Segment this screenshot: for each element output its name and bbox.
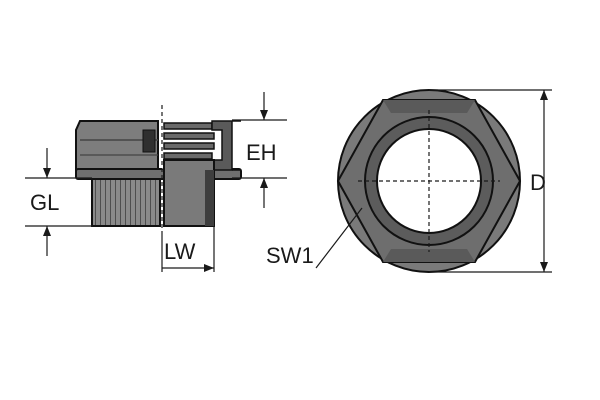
sleeve-shadow [205,170,214,226]
side-view [75,105,242,232]
threaded-shank [91,177,161,227]
gl-label: GL [30,190,59,215]
front-view [336,89,522,273]
lw-dimension: LW [161,226,215,272]
d-label: D [530,170,546,195]
d-dimension: D [429,89,552,273]
hex-facet [383,100,475,113]
sw1-leader: SW1 [266,207,363,269]
sw1-label: SW1 [266,243,314,268]
gl-dimension: GL [25,148,92,256]
eh-dimension: EH [232,92,287,208]
hex-flat-shadow [142,129,156,153]
eh-label: EH [246,140,277,165]
hex-facet [383,249,475,262]
lw-label: LW [164,239,196,264]
